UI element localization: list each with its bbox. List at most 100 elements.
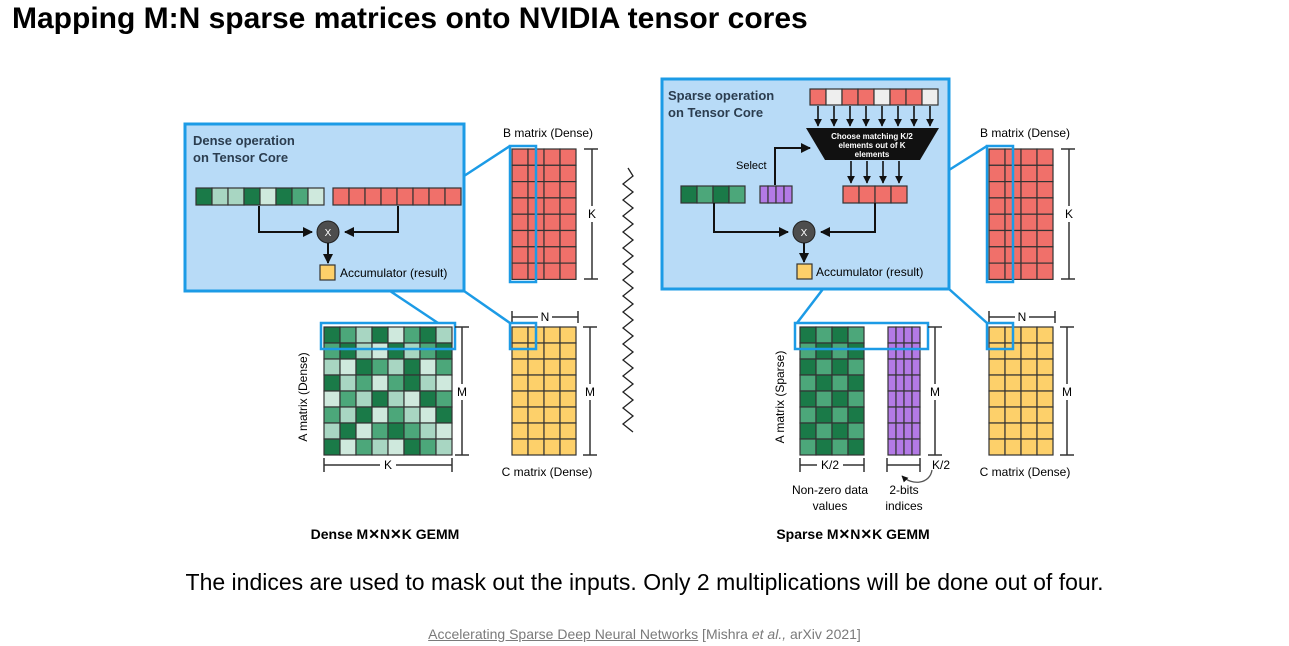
matrix-cell — [403, 390, 421, 408]
matrix-cell — [988, 422, 1006, 440]
matrix-cell — [419, 390, 437, 408]
matrix-cell — [1036, 181, 1054, 199]
matrix-cell — [799, 358, 817, 376]
matrix-cell — [831, 406, 849, 424]
matrix-cell — [355, 358, 373, 376]
matrix-cell — [559, 326, 577, 344]
sparse-arrow-b — [820, 203, 876, 237]
matrix-cell — [895, 326, 905, 344]
vector-cell — [332, 187, 350, 206]
sparse-b-column-vector — [809, 88, 939, 106]
matrix-cell — [435, 390, 453, 408]
matrix-cell — [1020, 438, 1038, 456]
matrix-cell — [371, 358, 389, 376]
matrix-cell — [559, 164, 577, 183]
matrix-cell — [543, 148, 561, 166]
matrix-cell — [988, 181, 1006, 199]
vector-cell — [858, 185, 876, 204]
matrix-cell — [511, 422, 529, 440]
matrix-cell — [435, 374, 453, 392]
matrix-cell — [1020, 148, 1038, 166]
matrix-cell — [323, 422, 341, 440]
sparse-section: Sparse operation on Tensor Core Choose m… — [660, 77, 1075, 542]
matrix-cell — [543, 246, 561, 264]
matrix-cell — [387, 326, 405, 344]
matrix-cell — [435, 358, 453, 376]
vector-cell — [857, 88, 875, 106]
matrix-cell — [511, 246, 529, 264]
matrix-cell — [511, 262, 529, 281]
matrix-cell — [559, 390, 577, 408]
dense-a-matrix-label: A matrix (Dense) — [296, 352, 310, 441]
matrix-cell — [903, 406, 913, 424]
matrix-cell — [387, 422, 405, 440]
matrix-cell — [911, 406, 921, 424]
matrix-cell — [1036, 213, 1054, 232]
matrix-cell — [559, 213, 577, 232]
matrix-cell — [323, 406, 341, 424]
matrix-cell — [847, 438, 865, 456]
vector-cell — [712, 185, 730, 204]
matrix-cell — [1020, 164, 1038, 183]
dense-section: Dense operation on Tensor Core X Accumul… — [183, 122, 598, 542]
vector-cell — [696, 185, 714, 204]
matrix-cell — [403, 358, 421, 376]
matrix-cell — [543, 374, 561, 392]
matrix-cell — [511, 164, 529, 183]
dense-gemm-label: Dense M✕N✕K GEMM — [311, 526, 460, 542]
vector-cell — [227, 187, 245, 206]
divider-squiggle — [621, 167, 635, 433]
matrix-cell — [371, 326, 389, 344]
matrix-cell — [543, 390, 561, 408]
dense-b-k-label: K — [588, 207, 596, 221]
dense-a-k-label: K — [384, 458, 392, 472]
vector-cell — [275, 187, 293, 206]
citation-link[interactable]: Accelerating Sparse Deep Neural Networks — [428, 626, 699, 642]
matrix-cell — [355, 422, 373, 440]
matrix-cell — [847, 406, 865, 424]
matrix-cell — [1036, 262, 1054, 281]
sparse-panel-title-1: Sparse operation — [668, 88, 774, 103]
matrix-cell — [323, 342, 341, 360]
matrix-cell — [1036, 390, 1054, 408]
matrix-cell — [371, 390, 389, 408]
vector-cell — [211, 187, 229, 206]
dense-a-m-label: M — [457, 385, 467, 399]
vector-cell — [380, 187, 398, 206]
matrix-cell — [799, 406, 817, 424]
matrix-cell — [815, 406, 833, 424]
matrix-cell — [1004, 374, 1022, 392]
matrix-cell — [815, 342, 833, 360]
matrix-cell — [559, 422, 577, 440]
dense-accumulator-label: Accumulator (result) — [340, 266, 447, 280]
matrix-cell — [988, 164, 1006, 183]
matrix-cell — [511, 326, 529, 344]
dense-c-highlight — [508, 321, 538, 351]
matrix-cell — [895, 422, 905, 440]
matrix-cell — [559, 342, 577, 360]
matrix-cell — [847, 358, 865, 376]
matrix-cell — [887, 326, 897, 344]
matrix-cell — [339, 406, 357, 424]
sparse-selector-trapezoid — [806, 128, 939, 160]
citation-etal: et al., — [751, 626, 787, 642]
matrix-cell — [419, 326, 437, 344]
matrix-cell — [527, 422, 545, 440]
vector-cell — [775, 185, 785, 204]
matrix-cell — [1036, 164, 1054, 183]
matrix-cell — [895, 390, 905, 408]
matrix-cell — [988, 438, 1006, 456]
dense-a-row-vector — [195, 187, 325, 206]
matrix-cell — [1020, 342, 1038, 360]
sparse-b-k-label: K — [1065, 207, 1073, 221]
matrix-cell — [527, 374, 545, 392]
dense-b-column-vector — [332, 187, 462, 206]
matrix-cell — [887, 406, 897, 424]
dense-connector-a — [389, 289, 439, 325]
matrix-cell — [559, 374, 577, 392]
matrix-cell — [815, 326, 833, 344]
sparse-choose-line-1: Choose matching K/2 — [831, 132, 913, 141]
matrix-cell — [323, 326, 341, 344]
vector-cell — [412, 187, 430, 206]
